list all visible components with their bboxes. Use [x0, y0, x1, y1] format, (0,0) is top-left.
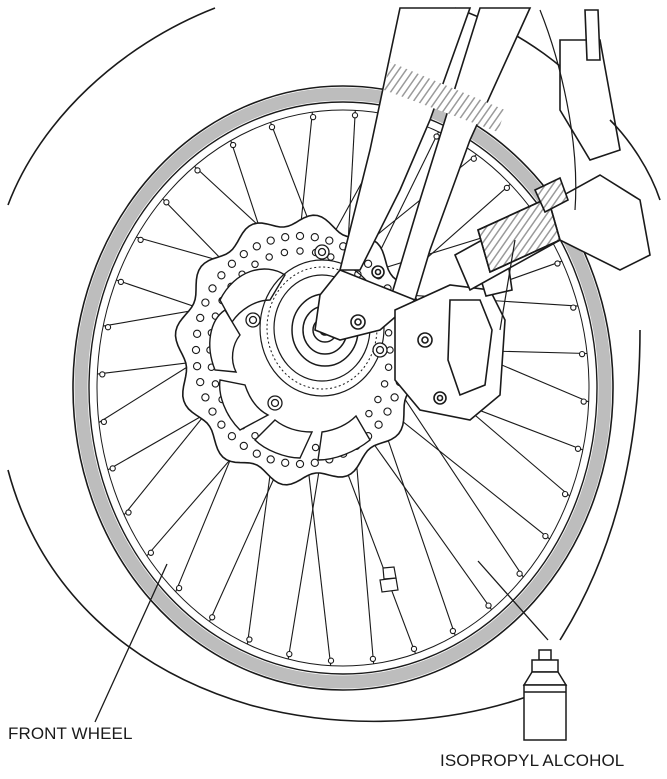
disc-vent-hole [192, 329, 202, 338]
disc-vent-hole [281, 458, 290, 467]
disc-vent-hole [252, 242, 261, 251]
spoke-nipple [470, 155, 477, 162]
disc-vent-hole [266, 236, 275, 245]
disc-vent-hole [380, 380, 389, 388]
disc-vent-hole [386, 346, 394, 354]
spoke-nipple [433, 133, 440, 140]
spoke-nipple [286, 650, 293, 658]
spoke-nipple [578, 350, 586, 358]
disc-vent-hole [266, 455, 275, 464]
callout-leaders [94, 560, 549, 723]
spoke-nipple [309, 113, 317, 121]
spoke-nipple [485, 602, 492, 609]
disc-vent-hole [208, 284, 217, 293]
disc-vent-hole [252, 449, 261, 458]
abs-tone-ring [259, 259, 385, 397]
spoke-nipple [125, 509, 132, 516]
spoke-nipple [209, 614, 216, 621]
disc-vent-hole [201, 393, 210, 402]
spoke-nipple [109, 465, 116, 472]
disc-bolts [245, 244, 388, 411]
fork-guard [453, 9, 661, 331]
spoke-nipple [147, 549, 155, 556]
isopropyl-alcohol-label: ISOPROPYL ALCOHOL [440, 751, 625, 770]
spoke-nipple [175, 584, 183, 592]
disc-vent-hole [383, 407, 392, 416]
disc-vent-hole [296, 247, 304, 255]
spoke-nipple [99, 371, 106, 378]
disc-vent-hole [191, 345, 201, 355]
spoke-nipple [229, 141, 237, 149]
spoke-nipple [580, 398, 587, 405]
spoke-nipple [137, 236, 144, 244]
disc-vent-hole [390, 393, 399, 402]
disc-vent-hole [265, 253, 273, 261]
spoke-nipple [117, 278, 125, 286]
spoke-nipple [246, 636, 253, 643]
disc-vent-hole [311, 443, 320, 452]
disc-vent-hole [295, 459, 305, 469]
spoke-nipple [574, 445, 582, 452]
spoke-nipple [163, 199, 170, 206]
disc-vent-hole [310, 233, 319, 242]
spoke-nipple [554, 260, 561, 267]
spoke-nipple [561, 490, 569, 498]
tire-valve [379, 566, 399, 593]
disc-vent-hole [251, 260, 259, 269]
disc-vent-hole [196, 313, 205, 323]
disc-vent-hole [374, 395, 382, 404]
leader-front-wheel [94, 563, 168, 723]
front-wheel-label: FRONT WHEEL [8, 724, 133, 743]
disc-vent-hole [239, 249, 248, 259]
wheel-rim [72, 85, 614, 691]
disc-vent-hole [192, 362, 202, 371]
spoke-nipple [503, 184, 511, 192]
disc-vent-hole [217, 271, 226, 280]
disc-vent-hole [227, 432, 237, 441]
disc-vent-hole [365, 409, 373, 418]
spoke-nipple [104, 324, 112, 331]
disc-vent-hole [384, 363, 393, 371]
spoke-nipple [351, 112, 359, 119]
spoke-nipple [194, 167, 201, 174]
spoke-nipple [327, 657, 335, 664]
leader-isopropyl [477, 560, 549, 641]
disc-vent-hole [196, 377, 205, 387]
spoke-nipple [449, 627, 457, 635]
spoke-nipple [100, 418, 108, 426]
disc-vent-hole [325, 236, 334, 245]
disc-vent-hole [201, 298, 210, 307]
disc-vent-hole [280, 248, 289, 257]
disc-vent-hole [281, 233, 290, 242]
front-fork [314, 7, 621, 341]
disc-vent-hole [363, 259, 373, 268]
spoke-nipple [542, 532, 549, 540]
disc-vent-hole [208, 407, 217, 416]
brake-caliper [394, 256, 513, 421]
spray-can-icon [522, 649, 568, 741]
disc-vent-hole [211, 380, 220, 388]
disc-vent-hole [295, 231, 305, 241]
disc-vent-hole [384, 329, 393, 337]
disc-vent-hole [251, 431, 259, 440]
disc-vent-hole [239, 441, 248, 451]
disc-vent-hole [374, 420, 383, 429]
spoke-nipple [570, 304, 577, 311]
disc-carrier-cutouts [209, 268, 371, 461]
spoke-nipple [369, 655, 377, 663]
spoke-nipple [516, 570, 523, 577]
disc-vent-hole [227, 259, 237, 268]
spoke-nipple [410, 645, 418, 653]
disc-vent-hole [217, 420, 226, 429]
disc-vent-hole [310, 458, 319, 467]
spoke-nipple [268, 123, 276, 131]
